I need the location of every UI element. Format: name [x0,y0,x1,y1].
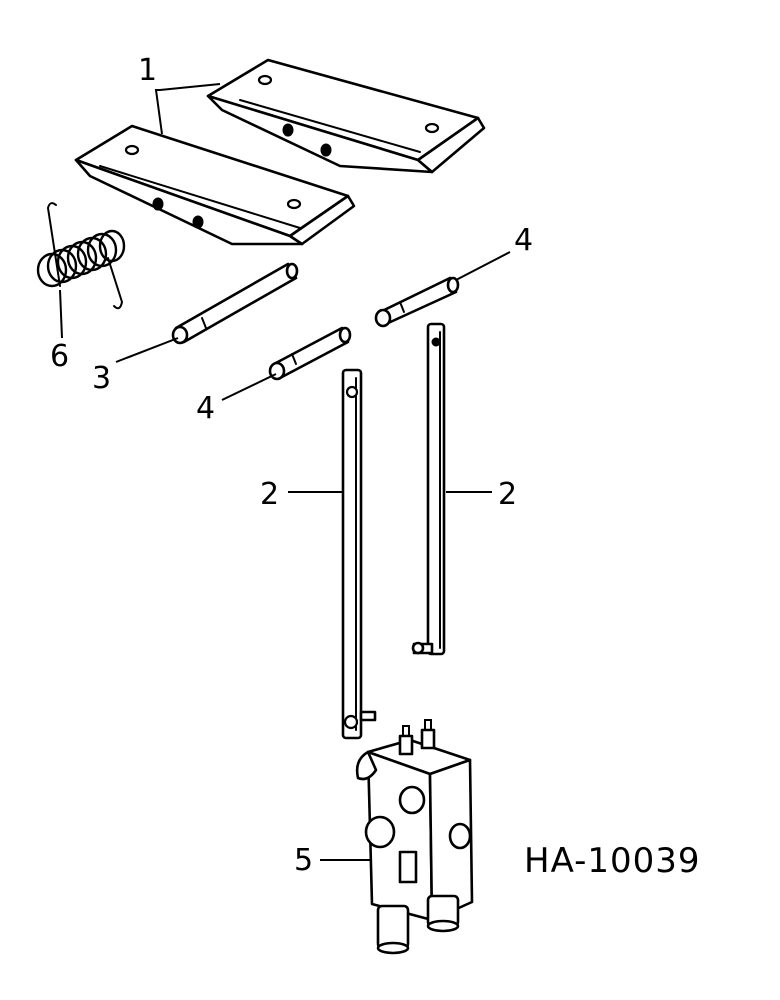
leader-lines [59,83,511,861]
pin-short-lower [268,326,352,381]
pin-short-upper [374,276,460,328]
callout-short-pin-upper: 4 [514,223,533,258]
figure-code: HA-10039 [524,841,701,881]
bracket-front [74,124,356,246]
callout-long-pin: 3 [92,361,111,396]
callout-link-left: 2 [260,477,279,512]
bracket-rear [206,58,486,174]
link-right [411,322,446,656]
callout-valve: 5 [294,843,313,878]
callout-link-right: 2 [498,477,517,512]
link-left [341,368,377,740]
callout-short-pin-lower: 4 [196,391,215,426]
callout-bracket: 1 [138,53,157,88]
spring [36,202,126,310]
pin-long [171,262,299,345]
control-valve [355,719,474,955]
callout-spring: 6 [50,339,69,374]
